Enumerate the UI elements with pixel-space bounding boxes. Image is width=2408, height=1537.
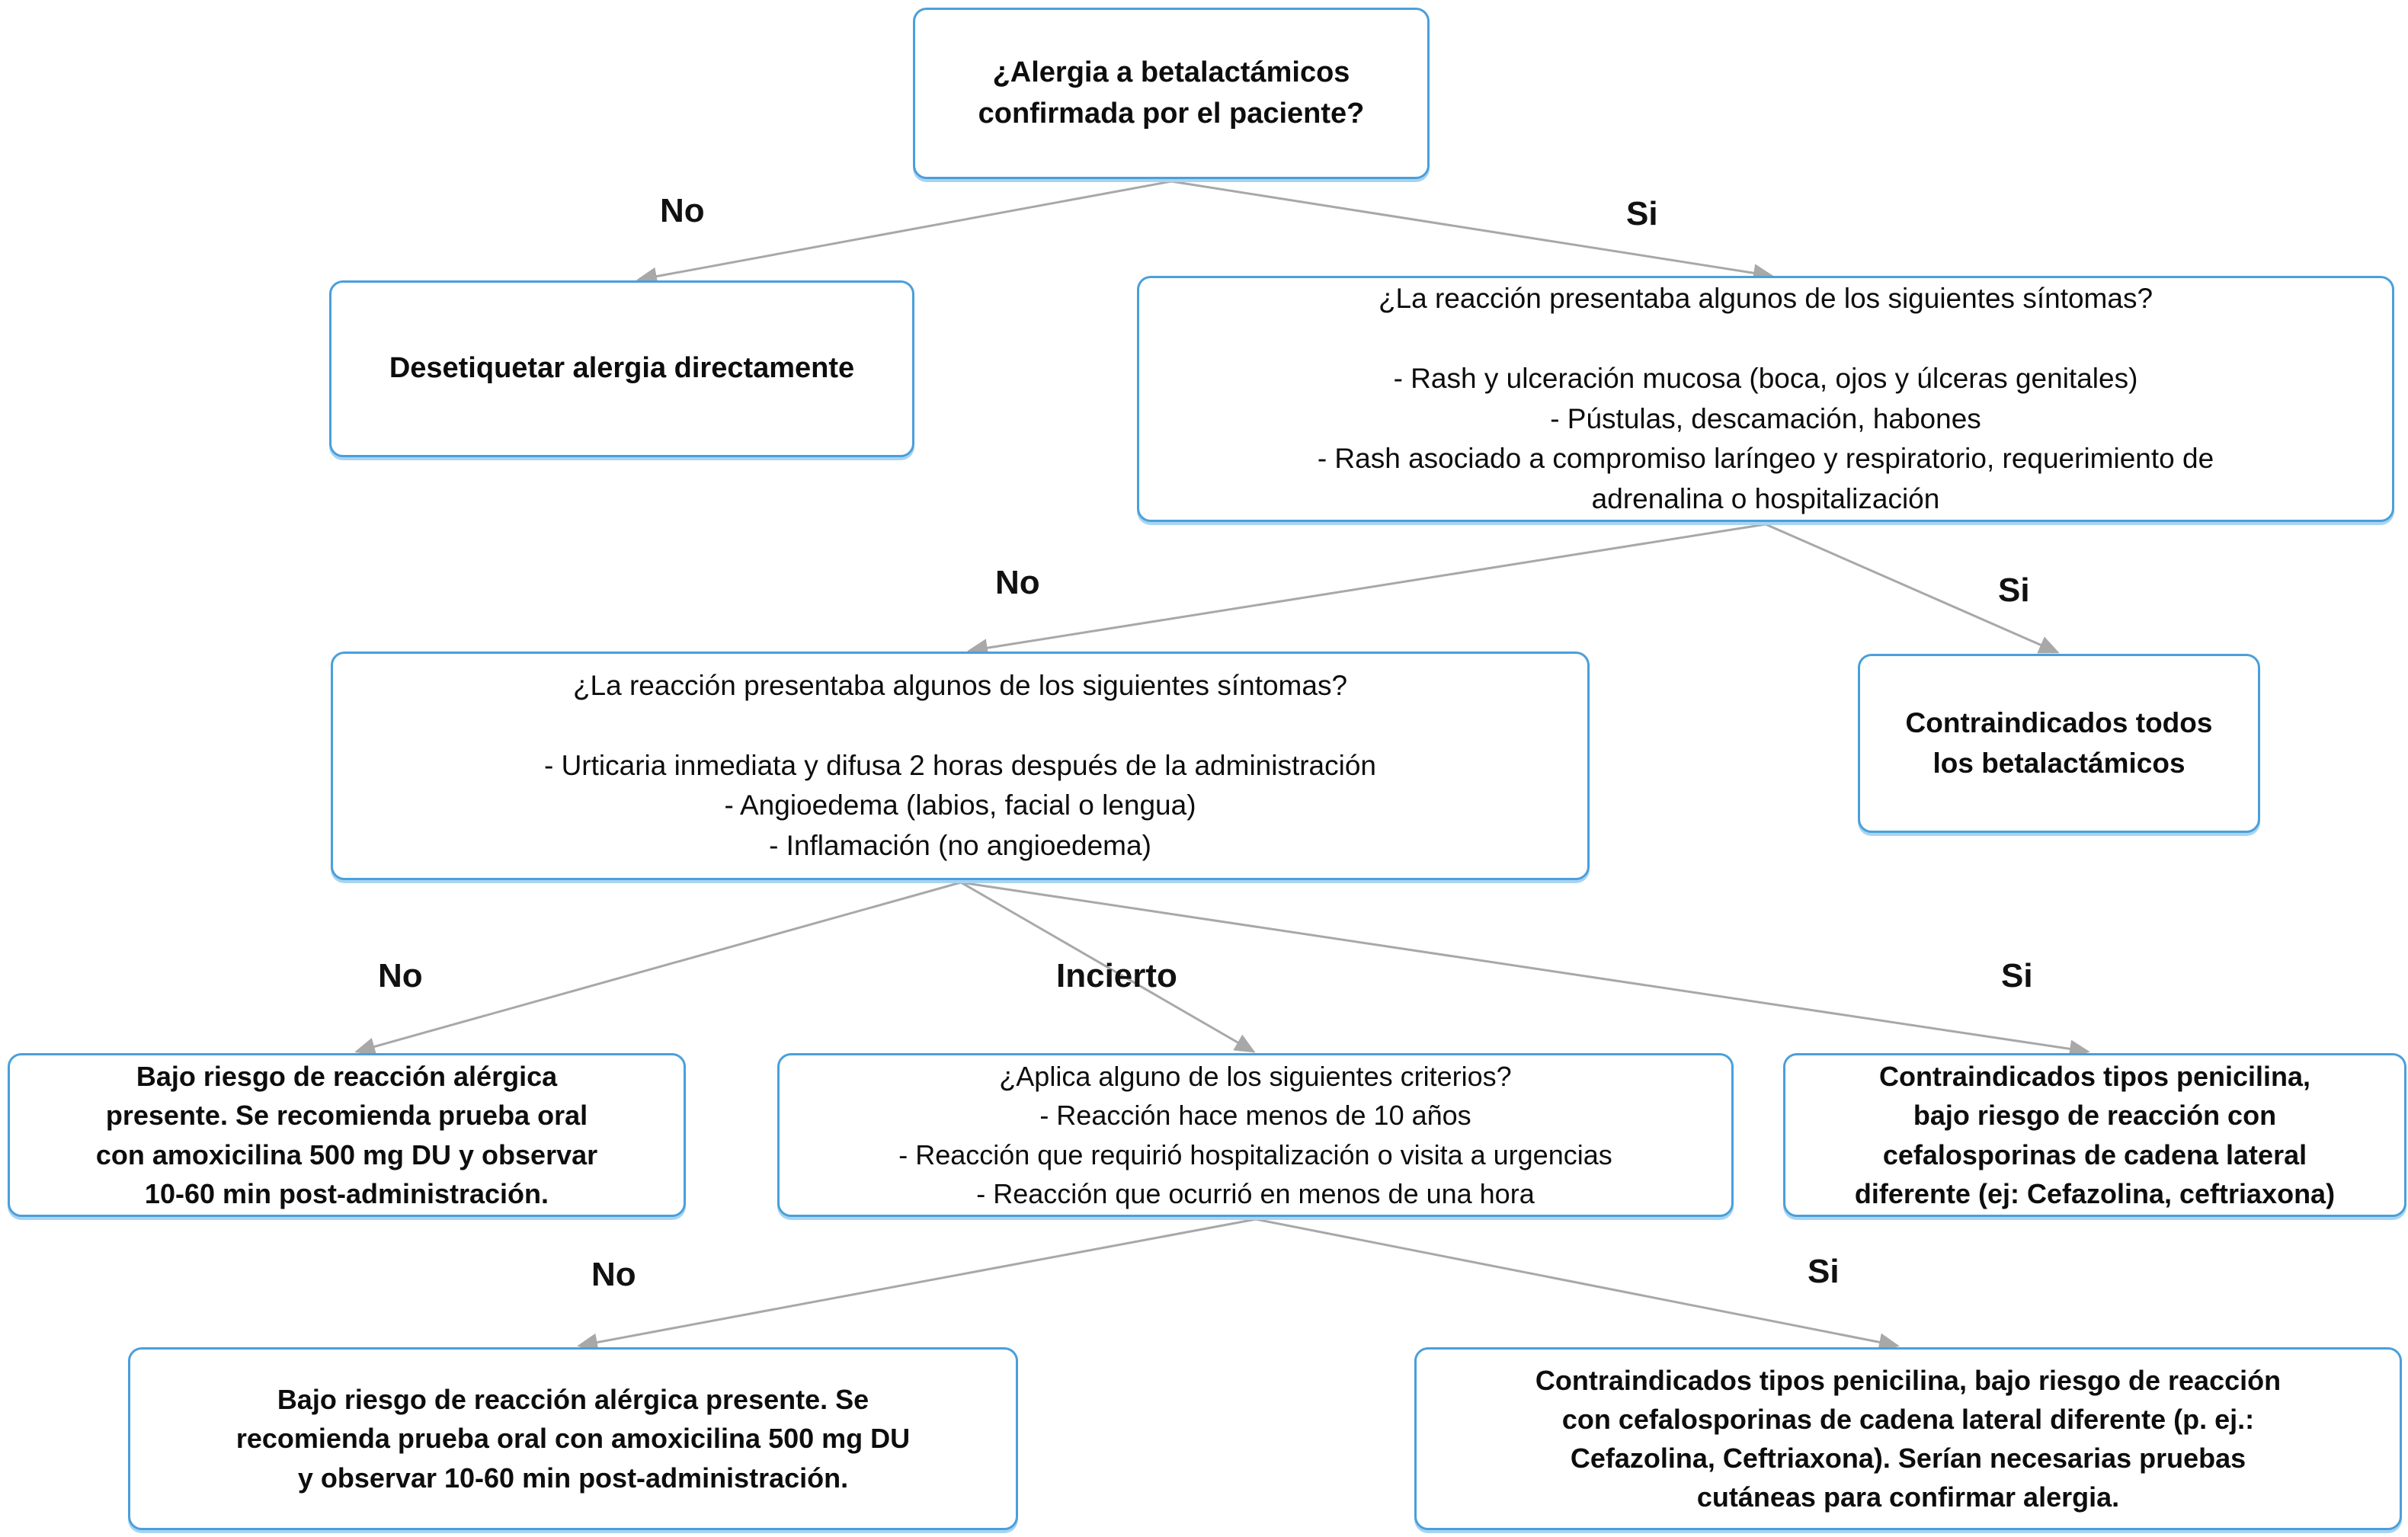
edge-criterios-to-bajo_riesgo_2	[577, 1218, 1257, 1352]
node-desetiquetar[interactable]: Desetiquetar alergia directamente	[329, 280, 914, 457]
node-label: Contraindicados tipos penicilina, bajo r…	[1535, 1364, 2282, 1513]
edge-criterios-to-contra_penicilina_2	[1255, 1218, 1900, 1352]
node-contra_penicilina_1[interactable]: Contraindicados tipos penicilina, bajo r…	[1783, 1053, 2406, 1217]
edge-label-l9: Si	[1808, 1253, 1840, 1290]
node-label: ¿La reacción presentaba algunos de los s…	[1317, 282, 2214, 514]
edge-root-to-sintomas_graves	[1170, 180, 1774, 283]
edge-sintomas_graves-to-sintomas_leves	[967, 523, 1766, 658]
edge-root-to-desetiquetar	[636, 180, 1172, 286]
node-contra_todos[interactable]: Contraindicados todos los betalactámicos	[1858, 654, 2260, 833]
node-label: Contraindicados tipos penicilina, bajo r…	[1854, 1061, 2336, 1209]
node-label: ¿La reacción presentaba algunos de los s…	[543, 669, 1377, 861]
node-bajo_riesgo_2[interactable]: Bajo riesgo de reacción alérgica present…	[128, 1347, 1018, 1530]
node-label: Bajo riesgo de reacción alérgica present…	[95, 1061, 598, 1209]
node-contra_penicilina_2[interactable]: Contraindicados tipos penicilina, bajo r…	[1414, 1347, 2402, 1530]
edge-label-l5: No	[378, 957, 423, 994]
node-criterios[interactable]: ¿Aplica alguno de los siguientes criteri…	[777, 1053, 1734, 1217]
edge-label-l6: Incierto	[1056, 957, 1177, 994]
node-label: Contraindicados todos los betalactámicos	[1905, 706, 2213, 779]
edge-label-l3: No	[995, 564, 1040, 601]
node-label: ¿Aplica alguno de los siguientes criteri…	[898, 1061, 1612, 1209]
node-label: Desetiquetar alergia directamente	[389, 352, 855, 385]
node-label: Bajo riesgo de reacción alérgica present…	[235, 1384, 911, 1494]
edge-label-l4: Si	[1998, 572, 2030, 609]
edge-label-l1: No	[660, 192, 705, 229]
node-bajo_riesgo_1[interactable]: Bajo riesgo de reacción alérgica present…	[8, 1053, 686, 1217]
edge-label-l2: Si	[1626, 195, 1658, 232]
node-sintomas_graves[interactable]: ¿La reacción presentaba algunos de los s…	[1137, 276, 2394, 522]
edge-sintomas_leves-to-bajo_riesgo_1	[354, 881, 962, 1056]
edge-label-l8: No	[591, 1256, 636, 1293]
node-root[interactable]: ¿Alergia a betalactámicos confirmada por…	[913, 8, 1430, 179]
edge-label-l7: Si	[2001, 957, 2033, 994]
node-label: ¿Alergia a betalactámicos confirmada por…	[978, 56, 1365, 130]
node-sintomas_leves[interactable]: ¿La reacción presentaba algunos de los s…	[331, 652, 1590, 880]
